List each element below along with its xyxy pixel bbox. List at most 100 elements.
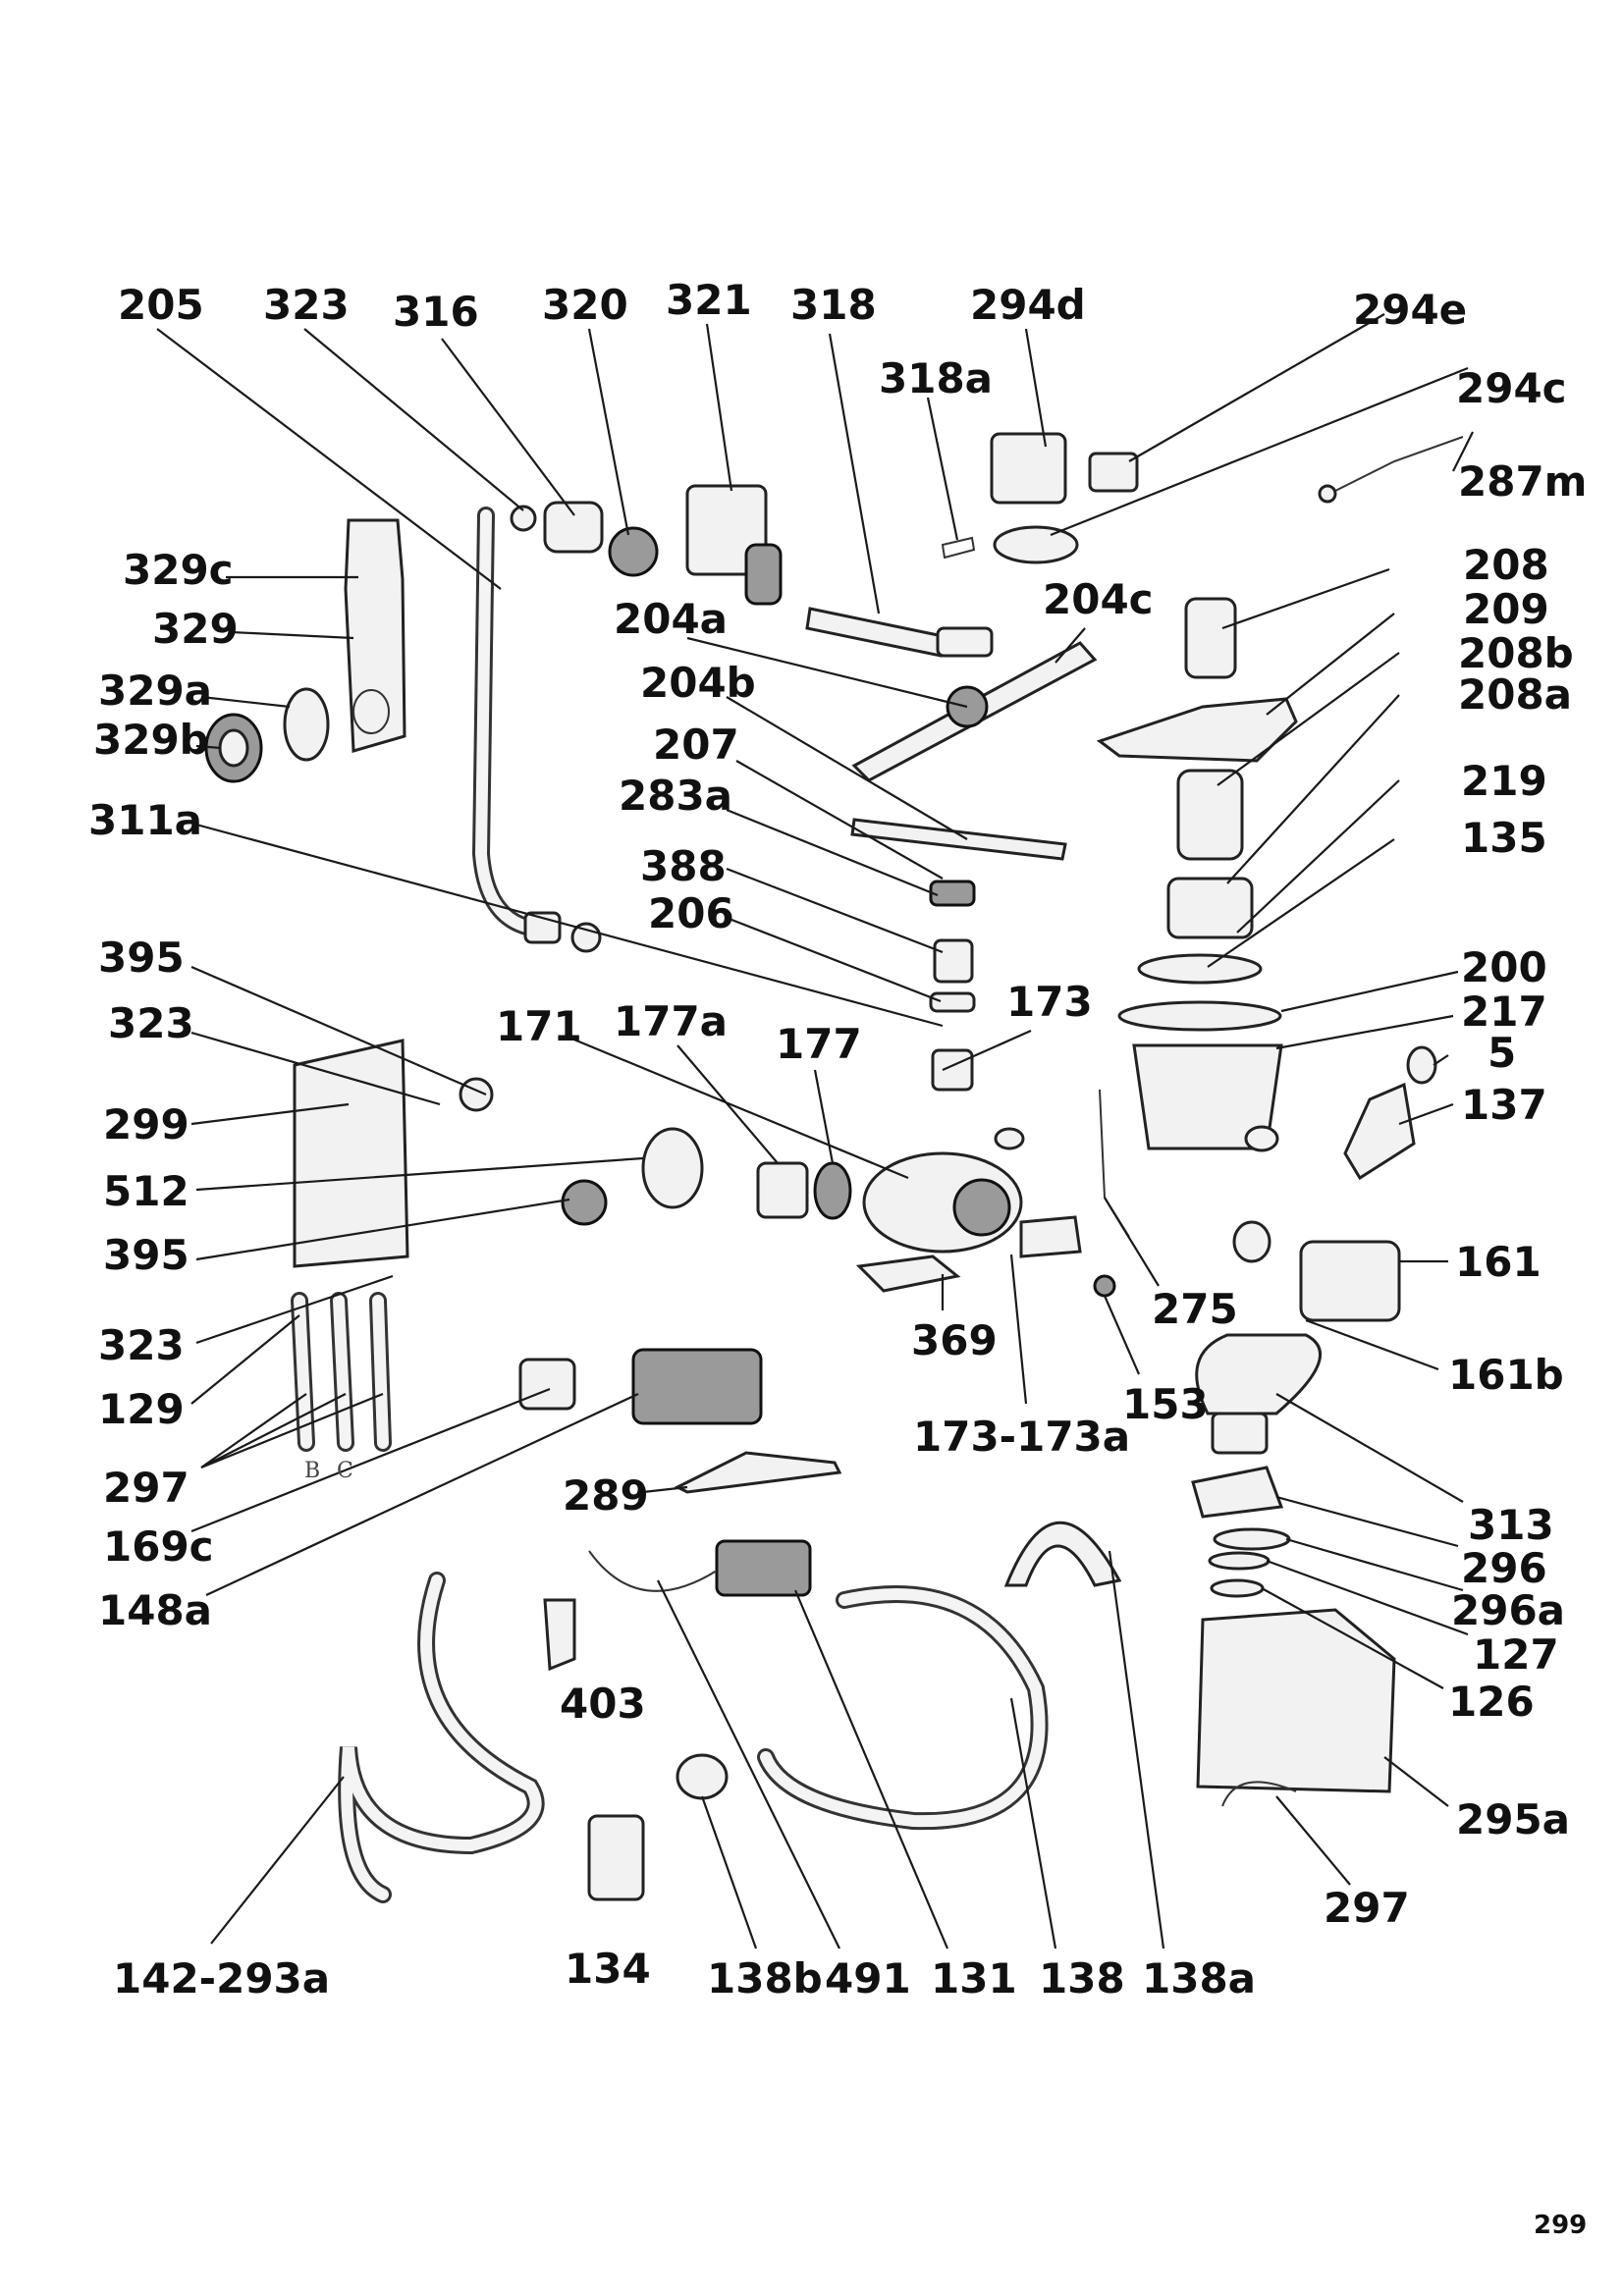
part-coupling-169c (518, 1358, 576, 1411)
label-161b: 161b (1448, 1351, 1564, 1399)
label-297-left: 297 (103, 1464, 189, 1512)
label-320: 320 (542, 281, 628, 329)
label-135: 135 (1461, 814, 1547, 862)
label-491: 491 (825, 1954, 911, 2002)
label-171: 171 (496, 1002, 582, 1050)
part-ring-323 (510, 505, 537, 532)
label-177a: 177a (614, 997, 728, 1045)
part-plug-5 (1406, 1045, 1437, 1085)
part-ring-206 (929, 991, 976, 1013)
label-153: 153 (1122, 1380, 1209, 1428)
label-131: 131 (931, 1954, 1017, 2002)
part-module-491 (715, 1539, 812, 1597)
label-369: 369 (911, 1316, 998, 1364)
label-289: 289 (563, 1471, 649, 1520)
part-plate-209 (1096, 697, 1298, 763)
part-tube-388 (933, 938, 974, 984)
label-204a: 204a (614, 595, 728, 643)
label-204c: 204c (1043, 575, 1154, 623)
label-329: 329 (152, 605, 239, 653)
label-318a: 318a (879, 354, 993, 402)
part-gear-320 (608, 526, 659, 577)
label-388: 388 (640, 842, 727, 890)
part-strip-289 (674, 1451, 842, 1494)
part-funnel-313 (1195, 1333, 1323, 1415)
part-reservoir-295a (1196, 1608, 1396, 1793)
label-138b: 138b (707, 1954, 823, 2002)
label-127: 127 (1473, 1630, 1559, 1679)
label-294d: 294d (970, 281, 1086, 329)
label-148a: 148a (98, 1586, 212, 1634)
label-161: 161 (1455, 1238, 1542, 1286)
label-294c: 294c (1456, 364, 1567, 412)
label-311a: 311a (88, 796, 202, 844)
part-bracket-138a (1003, 1521, 1122, 1587)
part-ring-127 (1208, 1551, 1271, 1571)
label-204b: 204b (640, 659, 756, 707)
label-313: 313 (1468, 1501, 1554, 1549)
part-filter-329b (218, 728, 249, 768)
label-329b: 329b (93, 716, 209, 764)
callout-labels: 205 323 316 320 321 318 294d 294e 318a 2… (88, 276, 1587, 2002)
part-plug-294e (1088, 452, 1139, 493)
part-harness-491 (588, 1550, 718, 1592)
label-207: 207 (653, 721, 739, 769)
label-5: 5 (1488, 1029, 1516, 1077)
label-275: 275 (1152, 1285, 1238, 1333)
part-motor-148a (631, 1348, 763, 1425)
part-hose-173 (1019, 1215, 1082, 1258)
label-512: 512 (103, 1167, 189, 1215)
part-filter-208 (1184, 597, 1237, 679)
part-ring-126 (1210, 1578, 1265, 1598)
label-209: 209 (1463, 585, 1549, 633)
label-138: 138 (1039, 1954, 1125, 2002)
label-169c: 169c (103, 1522, 214, 1571)
label-138a: 138a (1142, 1954, 1256, 2002)
label-205: 205 (118, 281, 204, 329)
leader-lines (156, 313, 1474, 1949)
label-395-top: 395 (98, 934, 185, 982)
label-173-173a: 173-173a (913, 1413, 1130, 1461)
label-142-293a: 142-293a (113, 1954, 330, 2002)
part-fan-512 (641, 1127, 704, 1209)
label-129: 129 (98, 1385, 185, 1433)
label-287m: 287m (1458, 457, 1587, 506)
label-294e: 294e (1353, 286, 1467, 334)
hose-letter-c: C (337, 1459, 353, 1483)
label-208a: 208a (1458, 670, 1572, 719)
part-wire-287m (1334, 436, 1464, 492)
part-gasket-200 (1117, 1000, 1282, 1032)
label-323-mid: 323 (108, 999, 194, 1047)
part-ring-135 (1137, 953, 1263, 985)
label-137: 137 (1461, 1081, 1547, 1129)
label-296: 296 (1461, 1544, 1547, 1592)
part-clip-318a (941, 536, 976, 560)
part-cap-294c (993, 525, 1079, 564)
part-elbow-137 (1343, 1082, 1416, 1181)
label-296a: 296a (1451, 1586, 1565, 1634)
label-318: 318 (790, 281, 877, 329)
label-323-top: 323 (263, 281, 350, 329)
part-ring-138b (676, 1753, 729, 1800)
part-valve-153 (1093, 1274, 1116, 1298)
part-housing-316 (543, 501, 604, 554)
label-217: 217 (1461, 988, 1547, 1036)
part-drain-pump-161 (1299, 1240, 1401, 1322)
part-tube-318 (805, 607, 945, 658)
part-plate-296 (1191, 1466, 1284, 1519)
part-ring-395 (459, 1077, 494, 1112)
hose-letter-b: B (304, 1459, 320, 1483)
label-200: 200 (1461, 943, 1547, 991)
label-206: 206 (648, 889, 734, 937)
label-329c: 329c (123, 546, 234, 594)
label-403: 403 (560, 1680, 646, 1728)
label-208: 208 (1463, 541, 1549, 589)
part-ring-296a (1213, 1527, 1291, 1551)
label-316: 316 (393, 288, 479, 336)
label-283a: 283a (619, 772, 732, 820)
label-126: 126 (1448, 1678, 1535, 1726)
part-illustrations (204, 432, 1464, 1903)
part-cylinder-208b (1176, 769, 1244, 861)
label-323-low: 323 (98, 1321, 185, 1369)
